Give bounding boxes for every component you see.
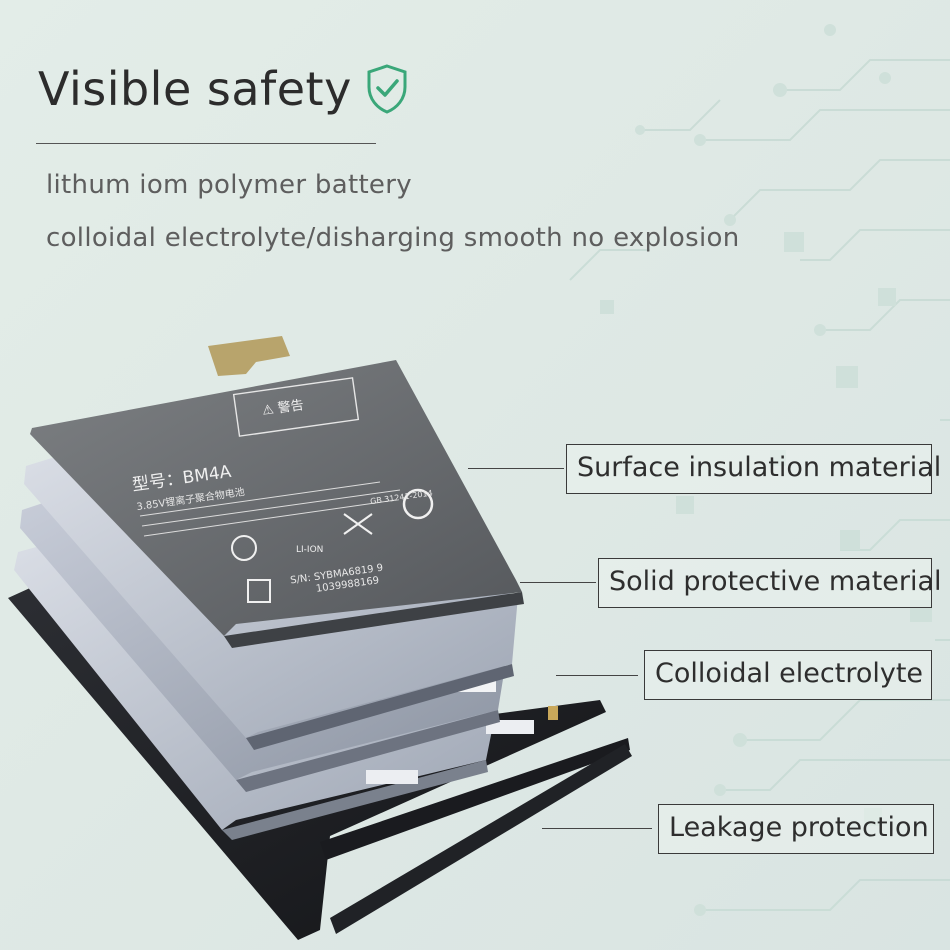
leader-leakage-protection <box>542 828 652 829</box>
recycle-icon <box>231 535 257 561</box>
subtitle-battery-type: lithum iom polymer battery <box>46 170 412 200</box>
page-title: Visible safety <box>38 62 410 116</box>
leader-colloidal-electrolyte <box>556 675 638 676</box>
callout-label: Solid protective material <box>609 566 942 597</box>
qr-code-icon <box>247 579 271 603</box>
leader-surface-insulation <box>468 468 564 469</box>
surface-insulation-plate: ⚠ 警告 型号：BM4A 3.85V锂离子聚合物电池 LI-ION S/N: S… <box>30 336 524 648</box>
callout-leakage-protection: Leakage protection <box>658 804 934 854</box>
callout-label: Surface insulation material <box>577 452 942 483</box>
battery-exploded-view: ⚠ 警告 型号：BM4A 3.85V锂离子聚合物电池 LI-ION S/N: S… <box>8 336 632 940</box>
title-text: Visible safety <box>38 62 352 116</box>
no-fire-icon <box>402 488 434 520</box>
shield-check-icon <box>367 64 407 114</box>
warning-label: ⚠ 警告 <box>261 397 305 419</box>
callout-solid-protective: Solid protective material <box>598 558 942 608</box>
callout-label: Leakage protection <box>669 812 929 843</box>
callout-label: Colloidal electrolyte <box>655 658 924 689</box>
subtitle-electrolyte: colloidal electrolyte/disharging smooth … <box>46 223 740 253</box>
bin-crossed-icon <box>343 513 373 535</box>
callout-surface-insulation: Surface insulation material <box>566 444 941 494</box>
callout-colloidal-electrolyte: Colloidal electrolyte <box>644 650 932 700</box>
leader-solid-protective <box>520 582 596 583</box>
li-ion-mark: LI-ION <box>296 545 323 555</box>
title-divider <box>36 143 376 144</box>
